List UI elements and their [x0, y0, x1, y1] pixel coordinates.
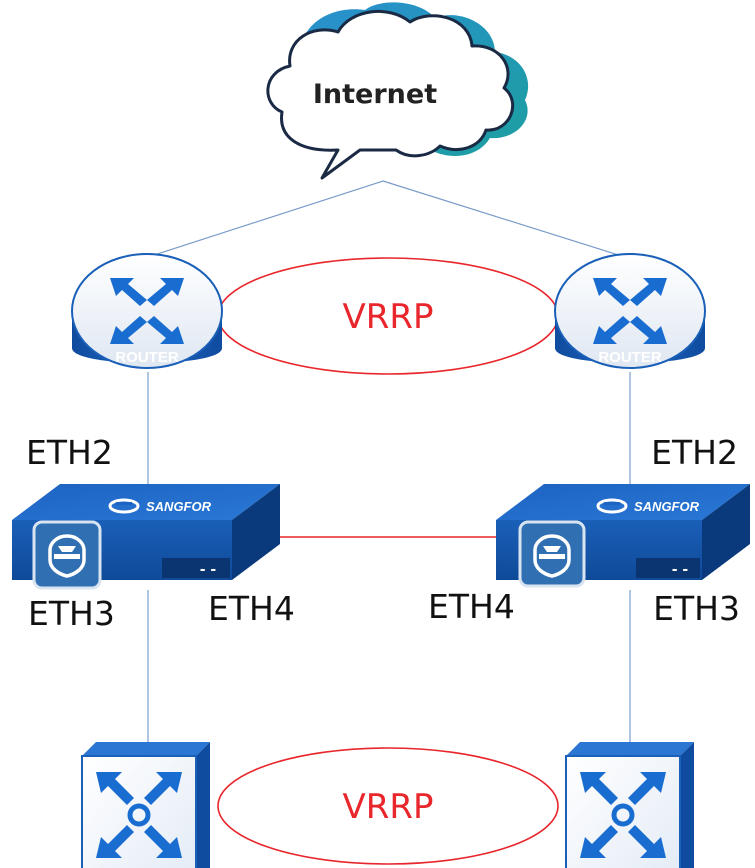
switch-arrows-icon: [580, 772, 666, 858]
switch-left: [81, 742, 210, 868]
router-top: [71, 253, 223, 369]
link-internet-router-left: [144, 180, 384, 259]
router-label: ROUTER: [598, 349, 662, 366]
router-arrows-icon: [593, 278, 667, 344]
switch-side-face: [680, 742, 694, 868]
router-top: [554, 253, 706, 369]
port-label-left-eth2: ETH2: [26, 433, 113, 472]
vrrp-top-label: VRRP: [342, 297, 433, 337]
vrrp-bottom-label: VRRP: [342, 787, 433, 827]
cloud-label: Internet: [313, 79, 437, 110]
shield-icon: [48, 534, 86, 578]
firewall-brand: SANGFOR: [146, 499, 212, 514]
vrrp-bottom-ellipse: [217, 747, 559, 865]
switch-top-face: [566, 742, 694, 756]
cloud-shape: [266, 9, 515, 180]
port-label-left-eth3: ETH3: [28, 594, 115, 633]
firewall-front-panel: [636, 558, 700, 578]
router-left: ROUTER: [71, 253, 223, 369]
port-label-right-eth2: ETH2: [651, 433, 738, 472]
firewall-side-face: [232, 484, 280, 580]
sangfor-logo-icon: [108, 498, 140, 514]
router-right: ROUTER: [554, 253, 706, 369]
switch-arrows-icon: [96, 772, 182, 858]
firewall-front-panel: [162, 558, 230, 578]
shield-icon: [533, 534, 571, 578]
switch-right: [565, 742, 694, 868]
sangfor-logo-icon: [596, 498, 628, 514]
port-label-right-eth4: ETH4: [428, 587, 515, 626]
firewall-top-face: [12, 484, 280, 520]
port-label-left-eth4: ETH4: [208, 589, 295, 628]
internet-cloud: Internet: [266, 2, 529, 180]
router-arrows-icon: [110, 278, 184, 344]
router-label: ROUTER: [115, 349, 179, 366]
link-internet-router-right: [382, 180, 629, 259]
links: [144, 180, 631, 742]
vrrp-top-group: VRRP: [217, 257, 559, 375]
firewall-indicator: - -: [672, 562, 689, 578]
firewall-brand: SANGFOR: [634, 499, 700, 514]
firewall-right: - - SANGFOR: [496, 484, 750, 588]
switch-side-face: [196, 742, 210, 868]
switch-top-face: [82, 742, 210, 756]
vrrp-bottom-group: VRRP: [217, 747, 559, 865]
port-labels: ETH2 ETH2 ETH3 ETH4 ETH4 ETH3: [26, 433, 740, 633]
firewall-indicator: - -: [200, 562, 217, 578]
firewall-left: - - SANGFOR: [12, 484, 280, 590]
port-label-right-eth3: ETH3: [653, 589, 740, 628]
firewall-side-face: [702, 484, 750, 580]
